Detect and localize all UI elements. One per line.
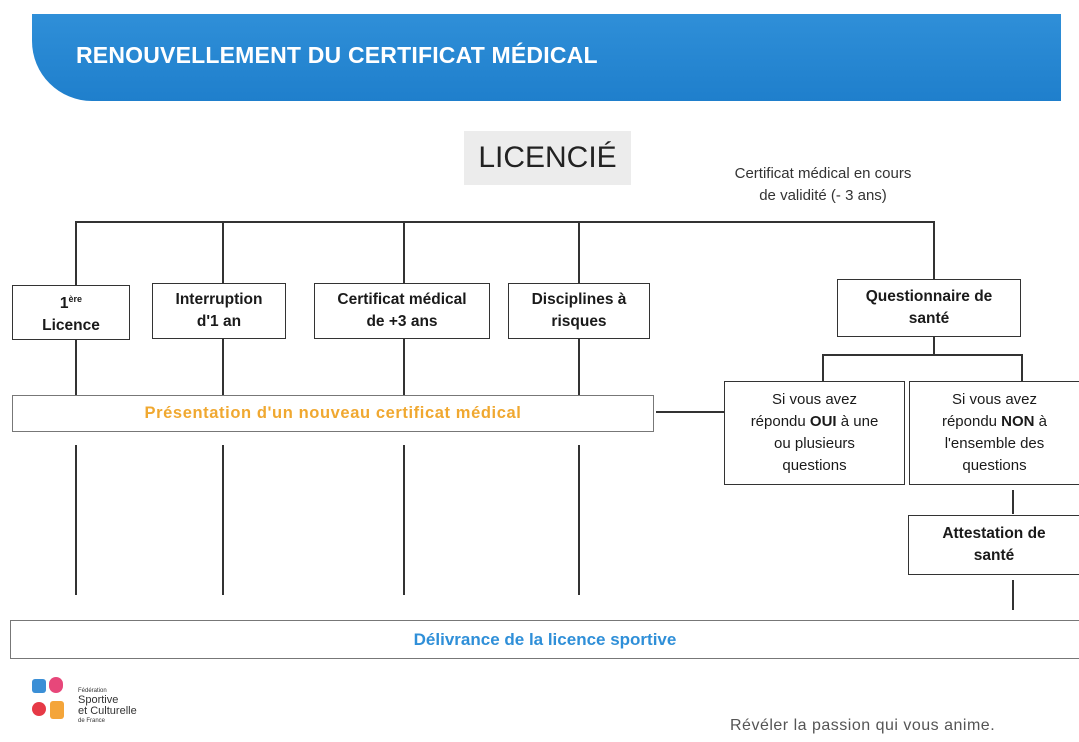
- non-box-line2-prefix: répondu: [941, 413, 1002, 430]
- delivrance-label: Délivrance de la licence sportive: [413, 629, 677, 649]
- case-disciplines-risques: Disciplines à risques: [508, 283, 650, 339]
- case-premiere-licence-line2: Licence: [42, 317, 100, 335]
- case-premiere-licence: 1ère Licence: [12, 285, 130, 340]
- presentation-label: Présentation d'un nouveau certificat méd…: [144, 404, 522, 422]
- oui-box-line2: répondu OUI à une: [751, 411, 879, 433]
- case-certificat-plus3-line1: Certificat médical: [337, 291, 467, 308]
- oui-drop: [822, 354, 824, 382]
- validity-note-line2: de validité (- 3 ans): [759, 187, 887, 204]
- non-box-line2-suffix: à: [1034, 413, 1048, 430]
- connector-3c: [403, 445, 405, 595]
- logo-text-line1: Fédération: [78, 688, 107, 694]
- connector-2: [222, 221, 224, 285]
- connector-1: [75, 221, 77, 285]
- non-box-line2: répondu NON à: [942, 411, 1047, 433]
- oui-box-line3: ou plusieurs: [774, 435, 855, 452]
- case-certificat-plus3-line2: de +3 ans: [366, 313, 438, 330]
- logo-square-blue: [32, 679, 46, 693]
- oui-to-presentation: [656, 411, 724, 413]
- attestation-box: Attestation de santé: [908, 515, 1079, 575]
- questionnaire-split: [822, 354, 1022, 356]
- connector-2b: [222, 339, 224, 395]
- questionnaire-box: Questionnaire de santé: [837, 279, 1021, 337]
- logo-text-line2: Sportive: [78, 694, 119, 706]
- case-premiere-licence-prefix: 1: [59, 295, 69, 313]
- connector-4b: [578, 339, 580, 395]
- tagline: Révéler la passion qui vous anime.: [730, 717, 996, 734]
- case-interruption: Interruption d'1 an: [152, 283, 286, 339]
- licencie-label: LICENCIÉ: [464, 131, 631, 185]
- oui-box-line2-prefix: répondu: [750, 413, 810, 430]
- non-box-line4: questions: [962, 457, 1027, 474]
- case-premiere-licence-line1: 1ère: [42, 288, 100, 315]
- non-box-keyword: NON: [1001, 413, 1035, 430]
- non-drop: [1021, 354, 1023, 382]
- logo-shape-pink: [49, 677, 63, 693]
- logo-text: Fédération Sportive et Culturelle de Fra…: [78, 687, 137, 725]
- connector-3: [403, 221, 405, 285]
- connector-3b: [403, 339, 405, 395]
- header-banner: [32, 14, 1061, 101]
- questionnaire-line1: Questionnaire de: [865, 288, 993, 305]
- oui-box: Si vous avez répondu OUI à une ou plusie…: [724, 381, 905, 485]
- case-interruption-line1: Interruption: [175, 291, 263, 308]
- attestation-line2: santé: [973, 547, 1015, 564]
- delivrance-box: Délivrance de la licence sportive: [10, 620, 1079, 659]
- non-to-attestation: [1012, 490, 1014, 514]
- case-certificat-plus3: Certificat médical de +3 ans: [314, 283, 490, 339]
- connector-5: [933, 221, 935, 279]
- attestation-line1: Attestation de: [942, 525, 1046, 542]
- logo-text-line3: et Culturelle: [78, 705, 137, 717]
- questionnaire-line2: santé: [908, 310, 950, 327]
- oui-box-line1: Si vous avez: [771, 391, 858, 408]
- logo-shape-orange: [50, 701, 64, 719]
- connector-2c: [222, 445, 224, 595]
- case-disciplines-risques-line2: risques: [551, 313, 607, 330]
- logo-circle-red: [32, 702, 46, 716]
- questionnaire-down: [933, 336, 935, 354]
- connector-1c: [75, 445, 77, 595]
- oui-box-line2-suffix: à une: [836, 413, 879, 430]
- presentation-box: Présentation d'un nouveau certificat méd…: [12, 395, 654, 432]
- non-box: Si vous avez répondu NON à l'ensemble de…: [909, 381, 1079, 485]
- connector-4c: [578, 445, 580, 595]
- validity-note-line1: Certificat médical en cours: [734, 165, 912, 182]
- fscf-logo: [32, 677, 64, 719]
- oui-box-keyword: OUI: [809, 413, 837, 430]
- case-interruption-line2: d'1 an: [196, 313, 242, 330]
- top-horizontal-connector: [75, 221, 935, 223]
- connector-4: [578, 221, 580, 285]
- oui-box-line4: questions: [782, 457, 847, 474]
- attestation-down: [1012, 580, 1014, 610]
- logo-text-line4: de France: [78, 718, 106, 724]
- case-disciplines-risques-line1: Disciplines à: [531, 291, 627, 308]
- non-box-line1: Si vous avez: [951, 391, 1038, 408]
- validity-note: Certificat médical en cours de validité …: [708, 163, 938, 207]
- case-premiere-licence-sup: ère: [68, 293, 83, 304]
- page-title: RENOUVELLEMENT DU CERTIFICAT MÉDICAL: [76, 42, 598, 68]
- connector-1b: [75, 339, 77, 395]
- non-box-line3: l'ensemble des: [944, 435, 1045, 452]
